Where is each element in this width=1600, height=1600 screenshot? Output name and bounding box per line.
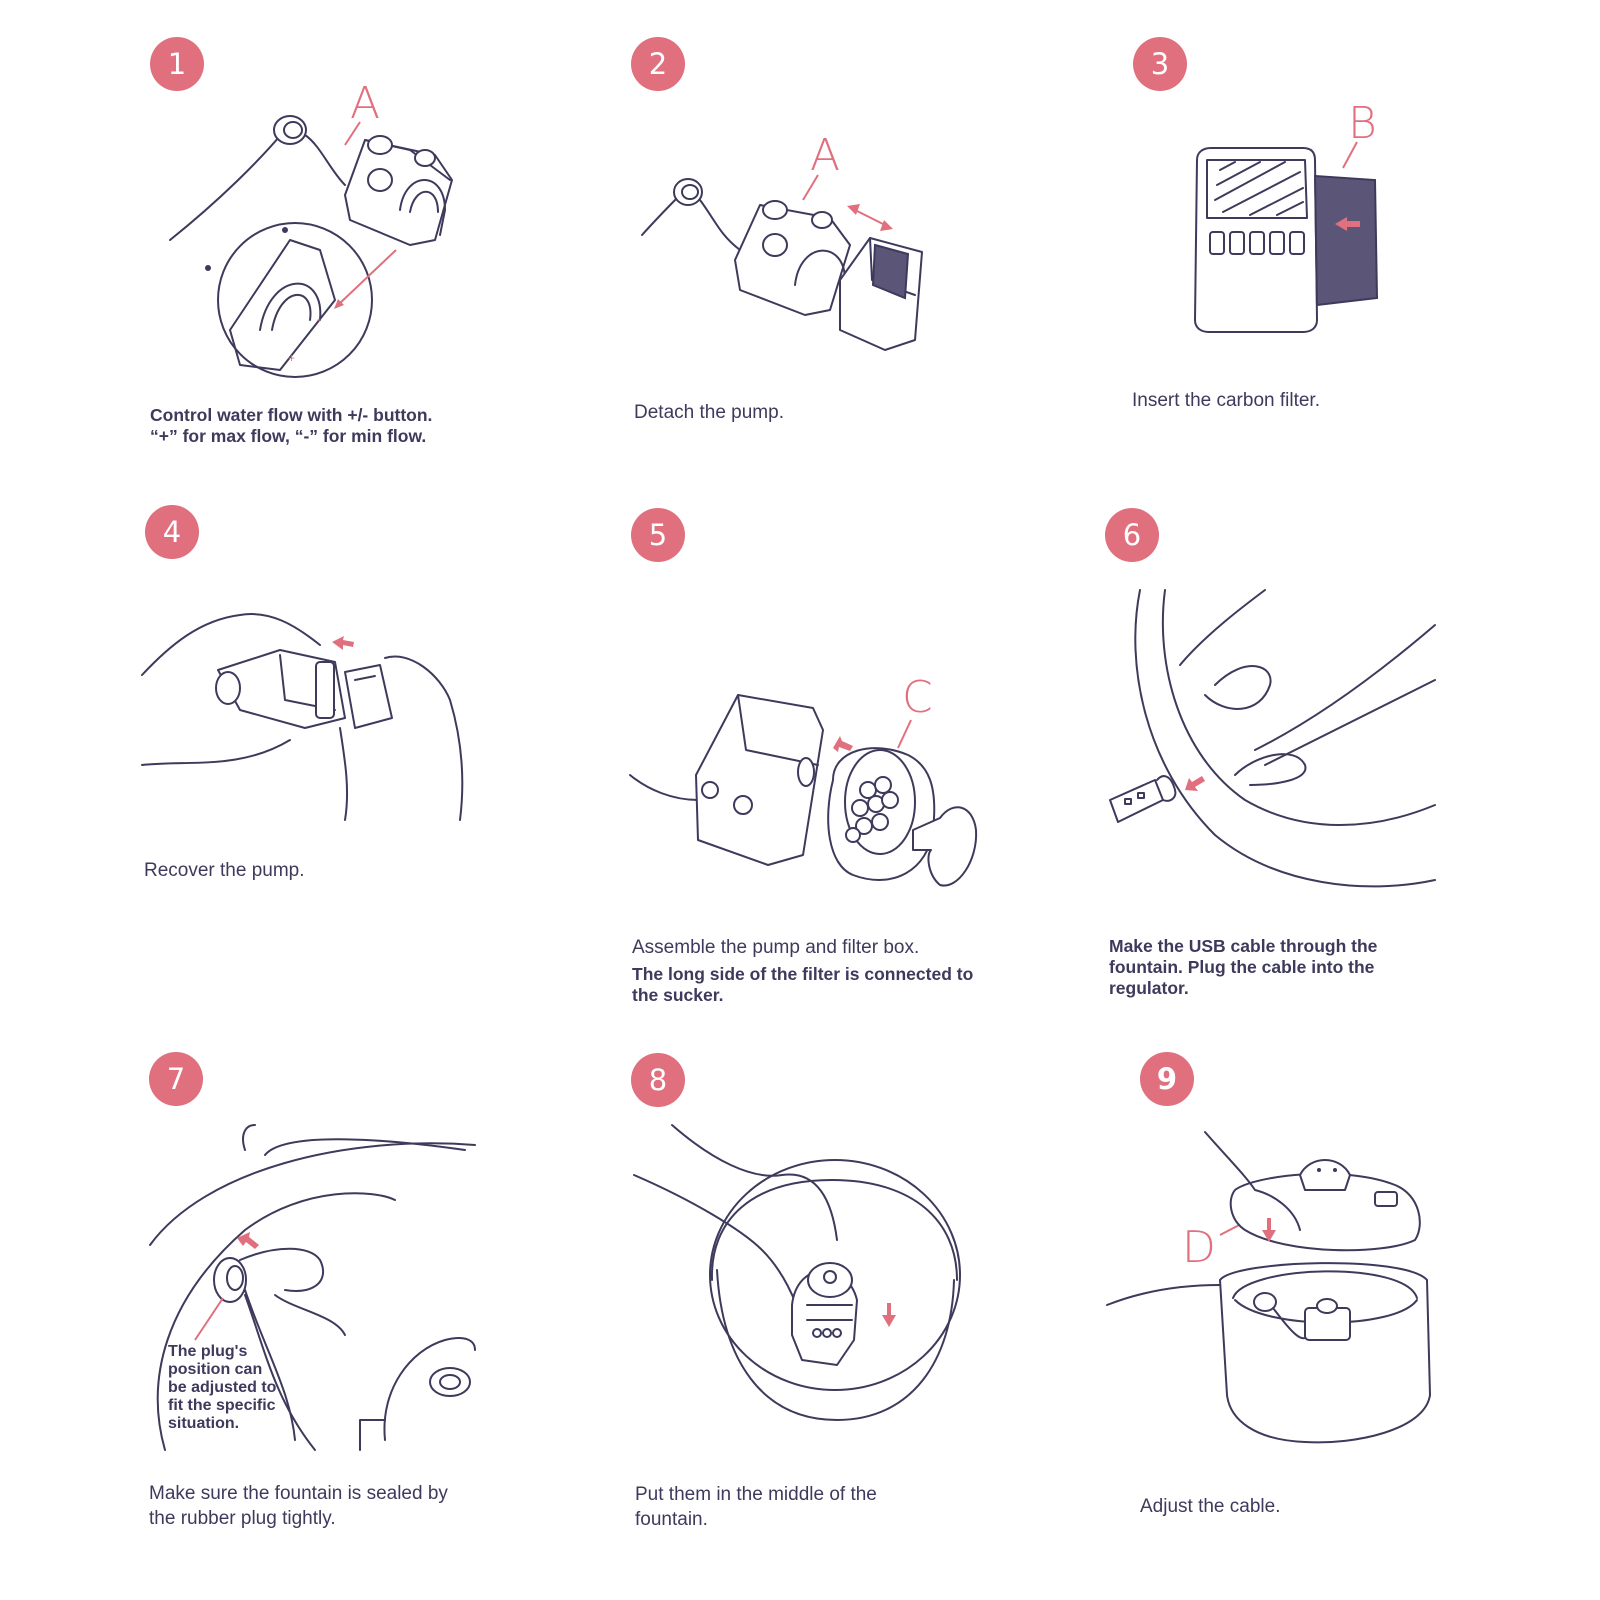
step-caption: Make the USB cable through the fountain.…: [1109, 936, 1378, 998]
step-caption: Adjust the cable.: [1140, 1496, 1281, 1517]
recover-pump-illustration: [141, 613, 464, 821]
step-number-badge: 3: [1133, 37, 1187, 91]
caption-line-2: “+” for max flow, “-” for min flow.: [150, 426, 427, 446]
callout-label-c: C: [902, 672, 933, 723]
plug-position-note: The plug's position can be adjusted to f…: [168, 1343, 278, 1433]
step-number-badge: 2: [631, 37, 685, 91]
step-caption: Put them in the middle of the fountain.: [635, 1484, 877, 1530]
minus-mark: -: [317, 312, 321, 326]
detach-pump-illustration: [641, 174, 923, 351]
step-number-badge: 4: [145, 505, 199, 559]
step-caption: Make sure the fountain is sealed by the …: [149, 1483, 448, 1529]
assemble-pump-filter-illustration: [629, 694, 978, 887]
note-text: The plug's position can be adjusted to f…: [168, 1343, 277, 1432]
step-number-badge: 1: [150, 37, 204, 91]
step-caption: Assemble the pump and filter box. The lo…: [632, 935, 992, 1006]
callout-label-a: A: [350, 78, 381, 129]
step-number-badge: 7: [149, 1052, 203, 1106]
step-caption: Recover the pump.: [144, 860, 305, 881]
place-pump-fountain-illustration: [633, 1124, 961, 1421]
usb-cable-illustration: [1109, 589, 1436, 888]
carbon-filter-illustration: [1194, 141, 1379, 333]
step-caption: Detach the pump.: [634, 402, 784, 423]
callout-label-b: B: [1348, 98, 1377, 149]
step-number-badge: 6: [1105, 508, 1159, 562]
step-number-badge: 9: [1140, 1052, 1194, 1106]
step-number-badge: 5: [631, 508, 685, 562]
callout-label-d: D: [1182, 1222, 1216, 1273]
caption-line-2: The long side of the filter is connected…: [632, 964, 974, 1005]
plus-mark: +: [288, 351, 295, 365]
callout-label-a: A: [810, 130, 841, 181]
step-number-badge: 8: [631, 1053, 685, 1107]
step-caption: Insert the carbon filter.: [1132, 390, 1320, 411]
caption-line-1: Assemble the pump and filter box.: [632, 937, 920, 958]
adjust-cable-lid-illustration: [1106, 1131, 1431, 1444]
rubber-plug-illustration: [149, 1124, 476, 1451]
step-caption: Control water flow with +/- button. “+” …: [150, 405, 432, 447]
pump-flow-button-illustration: - +: [169, 115, 453, 378]
caption-line-1: Control water flow with +/- button.: [150, 405, 433, 425]
